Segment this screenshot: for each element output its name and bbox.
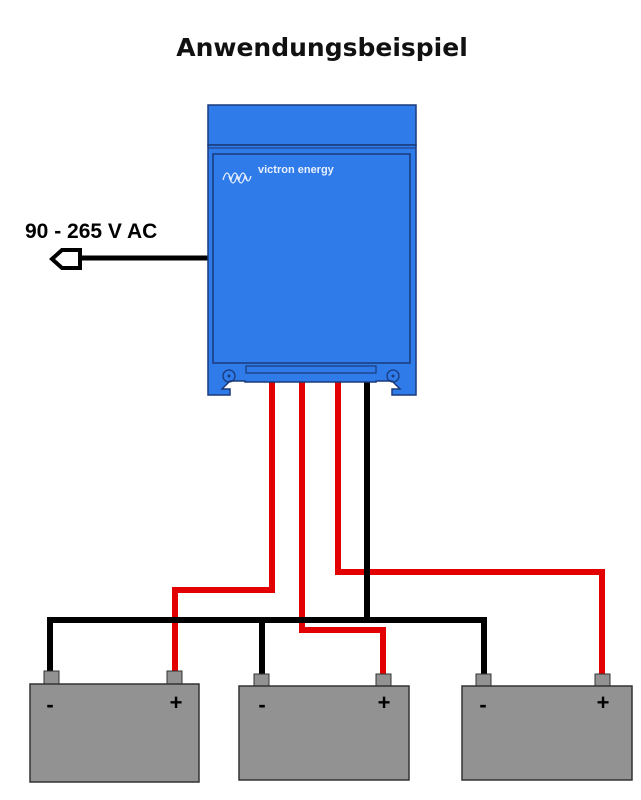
battery-body (29, 683, 200, 783)
diagram-title: Anwendungsbeispiel (176, 33, 468, 62)
positive-terminal (375, 673, 392, 687)
victron-logo-icon (222, 172, 252, 184)
positive-sign: + (597, 690, 610, 715)
battery-2: - + (238, 673, 410, 781)
negative-terminal (475, 673, 492, 687)
charger-unit: victron energy (207, 104, 417, 396)
positive-wire-3 (335, 378, 605, 676)
battery-body (461, 685, 633, 781)
negative-bus (47, 617, 487, 676)
ac-input-label: 90 - 265 V AC (25, 220, 157, 243)
positive-terminal (594, 673, 611, 687)
positive-terminal (166, 670, 183, 685)
negative-sign: - (258, 692, 265, 717)
battery-body (238, 685, 410, 781)
battery-3: - + (461, 673, 633, 781)
positive-wire-1 (172, 378, 275, 676)
battery-1: - + (29, 670, 200, 783)
positive-wire-2 (299, 378, 386, 676)
wires (47, 378, 605, 676)
mount-screw-icon (386, 369, 400, 383)
negative-terminal (253, 673, 270, 687)
cable-slot (245, 365, 377, 374)
negative-terminal (43, 670, 60, 685)
positive-sign: + (378, 690, 391, 715)
charger-front-panel (212, 153, 411, 364)
charger-top (207, 104, 417, 146)
negative-sign: - (46, 692, 53, 717)
ac-plug-icon (49, 248, 82, 270)
mount-screw-icon (222, 369, 236, 383)
brand-label: victron energy (258, 164, 335, 176)
negative-sign: - (479, 692, 486, 717)
positive-sign: + (170, 690, 183, 715)
